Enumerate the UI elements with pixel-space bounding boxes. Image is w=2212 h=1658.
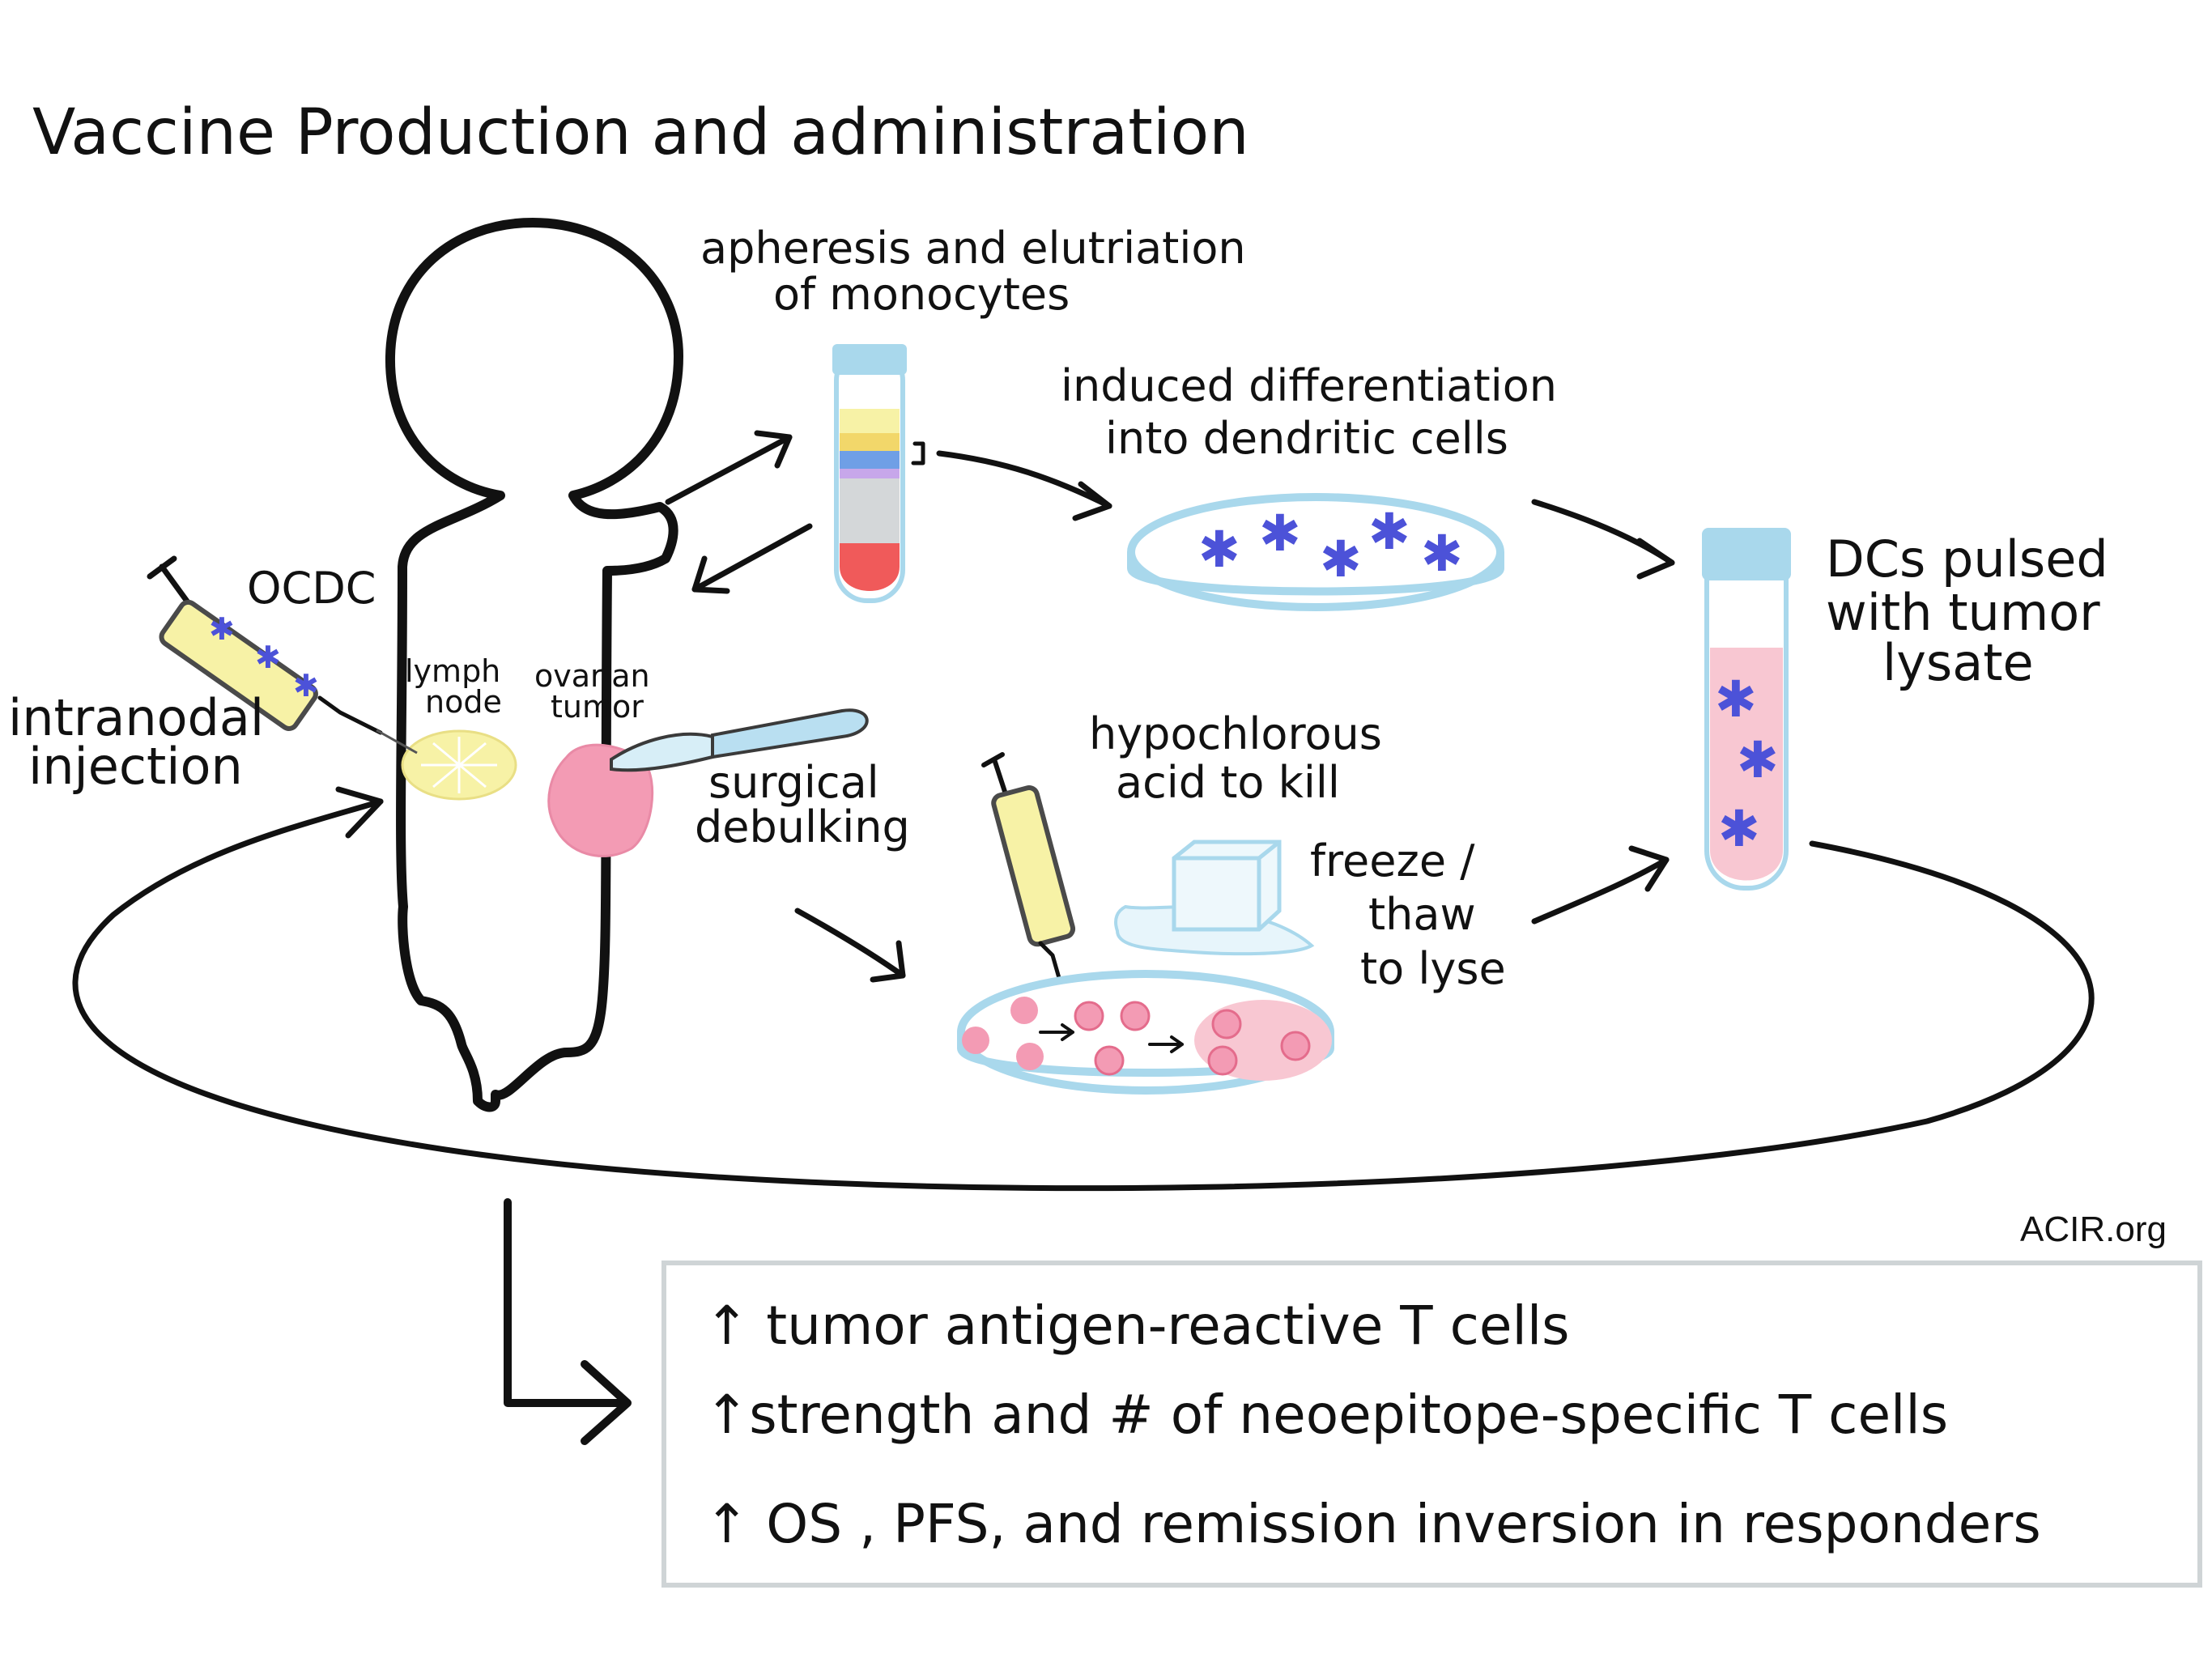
petri-dish-icon: [1127, 493, 1504, 611]
lysate-tube-icon: ✱ ✱ ✱: [1702, 528, 1791, 891]
credit-label: ACIR.org: [2020, 1209, 2167, 1249]
syringe-icon: [147, 555, 418, 755]
hypochlorous-label: hypochlorous: [1089, 708, 1382, 759]
arrow-to-lysis-dish: [794, 908, 906, 979]
apheresis-label: apheresis and elutriation: [700, 223, 1246, 274]
svg-text:✱: ✱: [1737, 730, 1779, 789]
dcs-pulsed-label-2: with tumor: [1826, 583, 2100, 642]
ovarian-tumor-icon: [547, 743, 654, 857]
freeze-label: freeze /: [1310, 835, 1475, 886]
monocyte-band-bracket: [911, 441, 925, 466]
svg-text:✱: ✱: [1259, 504, 1301, 563]
svg-text:✱: ✱: [1198, 520, 1240, 579]
dcs-pulsed-label-3: lysate: [1882, 633, 2034, 692]
lymph-node-label: lymph: [405, 653, 500, 689]
svg-text:✱: ✱: [1368, 502, 1410, 561]
arrow-to-apheresis-head: [754, 430, 793, 469]
ovarian-tumor-label-2: tumor: [551, 689, 644, 725]
cycle-loop: [72, 798, 2095, 1192]
outcome-arrowhead: [581, 1360, 632, 1445]
lysis-petri-dish-icon: [957, 970, 1334, 1095]
tumor-cells-in-dish: [962, 997, 1311, 1076]
outcome-item-2: ↑strength and # of neoepitope-specific T…: [704, 1384, 1948, 1446]
surgical-label: surgical: [708, 757, 879, 808]
dendritic-cells-in-dish: ✱ ✱ ✱ ✱ ✱: [1198, 502, 1463, 589]
svg-text:✱: ✱: [293, 668, 319, 704]
arrow-to-pulse-head: [1636, 538, 1675, 580]
hypochlorous-label-2: acid to kill: [1116, 757, 1340, 808]
differentiation-label-2: into dendritic cells: [1105, 413, 1508, 464]
diagram-title: Vaccine Production and administration: [32, 96, 1249, 169]
svg-text:✱: ✱: [255, 640, 281, 675]
arrow-to-lysate-head: [1628, 845, 1670, 892]
test-tube-icon: [832, 344, 907, 603]
outcomes-box: [661, 1261, 2202, 1588]
arrow-to-differentiation: [936, 450, 1112, 509]
loop-arrowhead: [335, 786, 384, 839]
arrow-to-apheresis: [665, 434, 793, 505]
ocdc-label: OCDC: [247, 563, 376, 614]
differentiation-label: induced differentiation: [1061, 360, 1557, 411]
svg-text:✱: ✱: [1718, 799, 1760, 858]
dcs-pulsed-label: DCs pulsed: [1826, 529, 2108, 589]
outcome-item-3: ↑ OS , PFS, and remission inversion in r…: [704, 1493, 2041, 1555]
lysis-step-arrows: [1039, 1023, 1184, 1053]
lymph-node-icon: [401, 729, 517, 801]
arrow-to-pulse: [1531, 499, 1675, 566]
svg-text:✱: ✱: [1320, 529, 1362, 589]
lymph-node-label-2: node: [425, 684, 502, 720]
ovarian-tumor-label: ovarian: [534, 658, 650, 694]
arrow-from-apheresis-head: [691, 555, 730, 594]
freeze-label-3: to lyse: [1360, 943, 1506, 994]
apheresis-label-2: of monocytes: [773, 269, 1070, 320]
arrow-to-lysis-dish-head: [870, 940, 906, 983]
arrow-from-apheresis: [691, 523, 813, 593]
outcome-item-1: ↑ tumor antigen-reactive T cells: [704, 1295, 1570, 1357]
dendritic-cell-icon: ✱ ✱ ✱: [209, 611, 319, 704]
scalpel-icon: [610, 708, 869, 772]
svg-text:✱: ✱: [1715, 670, 1757, 729]
surgical-label-2: debulking: [695, 801, 910, 852]
freeze-label-2: thaw: [1368, 889, 1476, 940]
svg-text:✱: ✱: [209, 611, 235, 647]
hypochlorous-syringe-icon: [981, 752, 1076, 1005]
svg-text:✱: ✱: [1421, 524, 1463, 583]
arrow-to-lysate: [1531, 857, 1670, 925]
outcome-arrow: [504, 1198, 627, 1407]
intranodal-label: intranodal: [8, 688, 264, 747]
ice-cube-icon: [1114, 840, 1315, 956]
arrow-to-differentiation-head: [1072, 481, 1112, 521]
intranodal-label-2: injection: [28, 737, 243, 796]
